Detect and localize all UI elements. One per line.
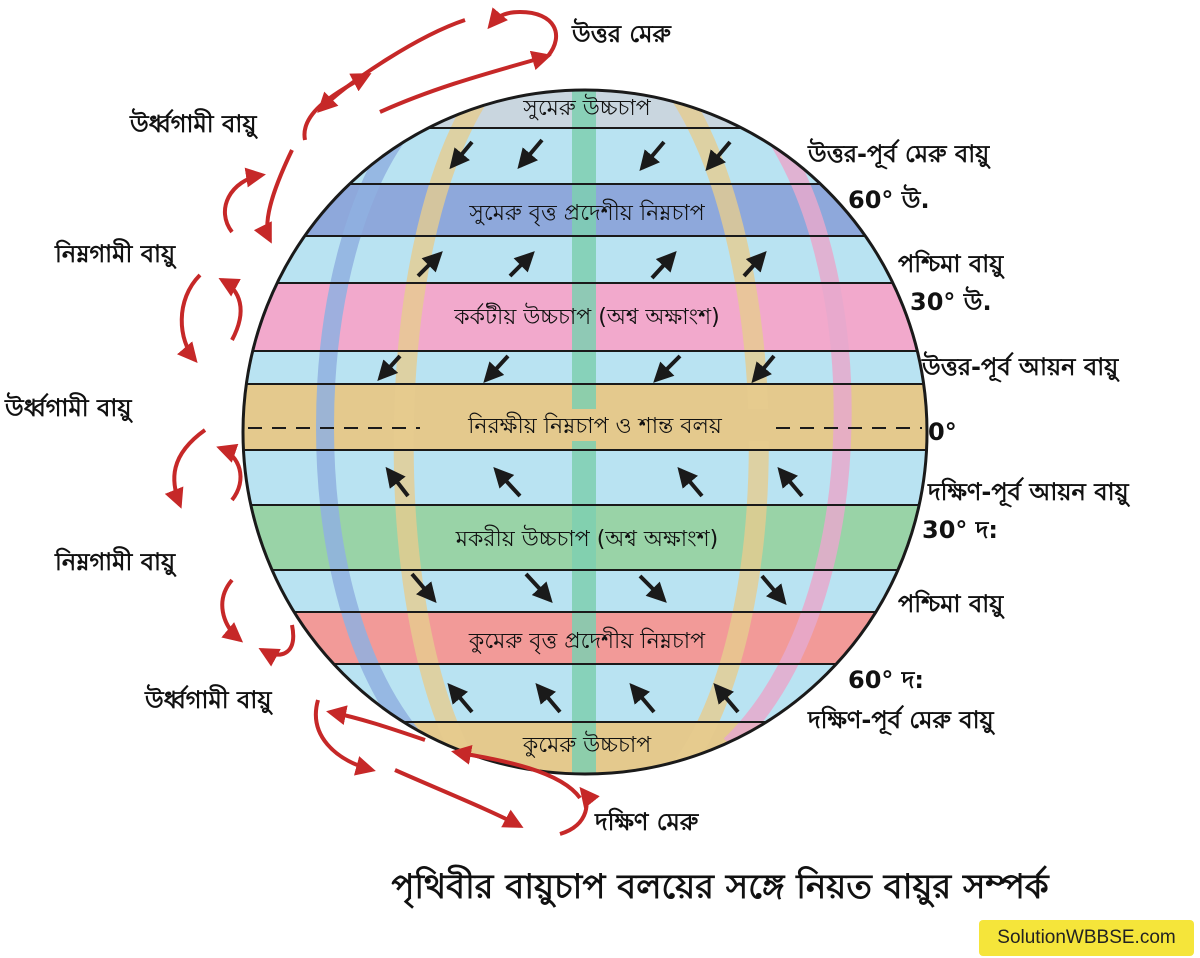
sinking-air-label-2: নিম্নগামী বায়ু [54,546,177,577]
se-trade-wind-label: দক্ষিণ-পূর্ব আয়ন বায়ু [927,476,1131,507]
cell-arrow [253,149,294,244]
cell-arrow [164,428,207,509]
arrow-westerlies-n [508,251,535,278]
cell-arrow [451,744,582,800]
band-label-north-polar-high: সুমেরু উচ্চচাপ [522,94,652,121]
westerlies-n-label: পশ্চিমা বায়ু [898,249,1005,279]
cell-arrow [487,7,559,58]
rim-blue [316,114,427,751]
band-label-south-polar-high: কুমেরু উচ্চচাপ [522,731,652,758]
arrow-westerlies-s [638,574,667,603]
cell-arrow [218,278,243,341]
wind-arrows [377,138,804,714]
arrow-se-trade [385,466,410,498]
arrow-westerlies-s [760,574,787,606]
band-label-cancer-high: কর্কটীয় উচ্চচাপ (অশ্ব অক্ষাংশ) [453,303,720,330]
arrow-ne-trade [483,354,510,383]
ne-polar-wind-label: উত্তর-পূর্ব মেরু বায়ু [807,138,991,169]
arrow-se-trade [493,467,522,498]
cell-arrow [379,50,552,114]
cell-arrow [258,624,296,667]
arrow-ne-polar [517,138,544,170]
arrow-se-polar [447,682,474,714]
arrow-westerlies-s [410,572,437,604]
band-label-south-subpolar-low: কুমেরু বৃত্ত প্রদেশীয় নিম্নচাপ [468,627,706,654]
cell-arrow [222,167,266,234]
arrow-westerlies-n [742,251,767,278]
arrow-ne-polar [705,140,732,172]
arrow-ne-trade [653,354,682,383]
cell-arrow [326,705,426,742]
meridian-left [393,90,489,774]
rising-air-label-2: উর্ধ্বগামী বায়ু [4,392,133,423]
globe-outline [241,88,929,776]
westerlies-s-label: পশ্চিমা বায়ু [898,589,1005,619]
ne-trade-wind-label: উত্তর-পূর্ব আয়ন বায়ু [921,351,1120,382]
cell-arrow [314,699,376,776]
latitude-60s-label: 60° দ: [848,666,924,694]
arrow-ne-trade [751,354,776,384]
se-polar-wind-label: দক্ষিণ-পূর্ব মেরু বায়ু [807,704,996,735]
arrow-se-trade [777,466,804,498]
band-label-equatorial-low: নিরক্ষীয় নিম্নচাপ ও শান্ত বলয় [467,412,723,439]
south-pole-label: দক্ষিণ মেরু [594,807,700,836]
circulation-cells [164,7,600,836]
cell-arrow [216,443,243,502]
sinking-air-label-1: নিম্নগামী বায়ু [54,238,177,269]
arrow-ne-polar [639,140,666,172]
arrow-se-polar [629,682,656,714]
cell-arrow [302,73,372,141]
rising-air-label-1: উর্ধ্বগামী বায়ু [129,108,258,139]
band-borders [243,127,927,723]
equator-label-bg [420,409,772,441]
arrow-ne-polar [449,140,474,170]
diagram-title: পৃথিবীর বায়ুচাপ বলয়ের সঙ্গে নিয়ত বায়… [391,864,1050,909]
latitude-30s-label: 30° দ: [922,516,998,544]
watermark: SolutionWBBSE.com [979,920,1194,956]
arrow-se-trade [677,466,704,498]
latitude-30n-label: 30° উ. [910,286,992,316]
cell-arrow [394,768,524,828]
arrow-se-polar [713,682,740,714]
north-pole-label: উত্তর মেরু [571,18,672,48]
arrow-westerlies-n [416,251,443,278]
arrow-ne-trade [377,354,402,381]
arrow-se-polar [535,682,562,714]
cell-arrow [559,786,600,836]
arrow-westerlies-s [524,572,553,603]
cell-arrow [177,273,202,364]
latitude-60n-label: 60° উ. [848,184,930,214]
band-label-north-subpolar-low: সুমেরু বৃত্ত প্রদেশীয় নিম্নচাপ [468,199,705,226]
latitude-0-label: 0° [928,418,957,446]
rising-air-label-3: উর্ধ্বগামী বায়ু [144,684,273,715]
arrow-westerlies-n [650,251,677,280]
cell-arrow [220,578,244,643]
cell-arrow [317,18,466,113]
band-label-capricorn-high: মকরীয় উচ্চচাপ (অশ্ব অক্ষাংশ) [455,525,718,552]
